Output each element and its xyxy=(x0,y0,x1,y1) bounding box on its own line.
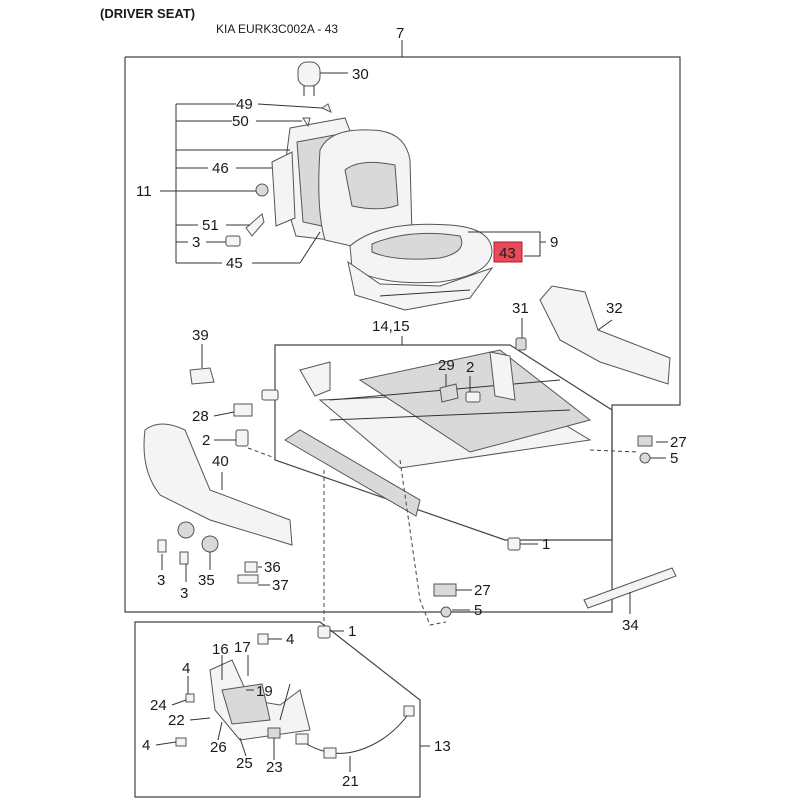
lower-assembly-frame xyxy=(134,621,421,798)
callout-14-15: 14,15 xyxy=(372,318,410,335)
bolt-2-left xyxy=(261,389,279,401)
callout-9: 9 xyxy=(550,234,558,251)
callout-31: 31 xyxy=(512,300,529,317)
callout-36: 36 xyxy=(264,559,281,576)
bracket-29 xyxy=(439,383,459,403)
callout-4-bottom: 4 xyxy=(142,737,150,754)
callout-51: 51 xyxy=(202,217,219,234)
callout-1-rail: 1 xyxy=(542,536,550,553)
bracket-51 xyxy=(245,213,265,237)
knob-35 xyxy=(201,535,219,553)
page-title: (DRIVER SEAT) xyxy=(100,6,196,21)
callout-35: 35 xyxy=(198,572,215,589)
nut-5-lower xyxy=(440,606,452,618)
routing-line-b xyxy=(399,459,447,626)
callout-32: 32 xyxy=(606,300,623,317)
recliner-mechanism xyxy=(175,633,311,747)
clip-50 xyxy=(302,117,311,128)
nut-5-upper xyxy=(639,452,651,464)
highlight-box-43 xyxy=(493,241,523,263)
callout-19: 19 xyxy=(256,683,273,700)
callout-24: 24 xyxy=(150,697,167,714)
side-panel-46 xyxy=(271,151,296,227)
clip-49 xyxy=(320,103,332,113)
knob-upper xyxy=(177,521,195,539)
routing-line-c xyxy=(247,447,276,459)
callout-21: 21 xyxy=(342,773,359,790)
seat-cushion xyxy=(347,223,494,311)
callout-2-right: 2 xyxy=(466,359,474,376)
callout-13: 13 xyxy=(434,738,451,755)
callout-37: 37 xyxy=(272,577,289,594)
callout-labels: 7 30 49 50 46 11 51 3 45 9 43 14,15 31 3… xyxy=(136,25,687,790)
side-cover-32 xyxy=(539,285,671,385)
clip-37 xyxy=(237,574,259,584)
callout-3-b: 3 xyxy=(180,585,188,602)
bolt-3-upper xyxy=(225,235,241,247)
callout-2-left: 2 xyxy=(202,432,210,449)
callout-40: 40 xyxy=(212,453,229,470)
callout-22: 22 xyxy=(168,712,185,729)
bolt-1-lower xyxy=(317,625,331,639)
bolt-1-rail xyxy=(507,537,521,551)
routing-line-d xyxy=(589,449,639,453)
side-shield-40 xyxy=(143,423,293,546)
callout-34: 34 xyxy=(622,617,639,634)
callout-39: 39 xyxy=(192,327,209,344)
bolt-2-side xyxy=(235,429,249,447)
callout-16: 16 xyxy=(212,641,229,658)
callout-45: 45 xyxy=(226,255,243,272)
bolt-31 xyxy=(515,337,527,351)
connector-23 xyxy=(267,727,281,739)
leader-lines xyxy=(155,72,668,772)
callout-17: 17 xyxy=(234,639,251,656)
callout-3-upper: 3 xyxy=(192,234,200,251)
callout-43: 43 xyxy=(499,245,516,262)
callout-4-left: 4 xyxy=(182,660,190,677)
callout-1-lower: 1 xyxy=(348,623,356,640)
callout-50: 50 xyxy=(232,113,249,130)
callout-5-lower: 5 xyxy=(474,602,482,619)
callout-46: 46 xyxy=(212,160,229,177)
seat-rail-assembly xyxy=(284,349,592,517)
callout-7: 7 xyxy=(396,25,404,42)
main-assembly-frame xyxy=(124,40,681,613)
nut-11 xyxy=(255,183,269,197)
callout-49: 49 xyxy=(236,96,253,113)
callout-26: 26 xyxy=(210,739,227,756)
callout-29: 29 xyxy=(438,357,455,374)
callout-30: 30 xyxy=(352,66,369,83)
clip-27-upper xyxy=(637,435,653,447)
callout-23: 23 xyxy=(266,759,283,776)
block-28 xyxy=(233,403,253,417)
headrest xyxy=(297,61,321,96)
callout-27-lower: 27 xyxy=(474,582,491,599)
callout-3-a: 3 xyxy=(157,572,165,589)
rail-assembly-frame xyxy=(274,344,613,541)
diagram-reference: KIA EURK3C002A - 43 xyxy=(216,22,339,36)
callout-11: 11 xyxy=(136,183,152,200)
screw-3-b xyxy=(179,551,189,565)
callout-4-top: 4 xyxy=(286,631,294,648)
clip-27-lower xyxy=(433,583,457,597)
wire-harness-21 xyxy=(295,705,415,759)
callout-5-upper: 5 xyxy=(670,450,678,467)
bolt-2-right xyxy=(465,391,481,403)
callout-25: 25 xyxy=(236,755,253,772)
clip-39 xyxy=(189,367,215,385)
callout-28: 28 xyxy=(192,408,209,425)
clip-36 xyxy=(244,561,258,573)
screw-3-a xyxy=(157,539,167,553)
callout-27-upper: 27 xyxy=(670,434,687,451)
trim-strip-34 xyxy=(583,567,677,609)
